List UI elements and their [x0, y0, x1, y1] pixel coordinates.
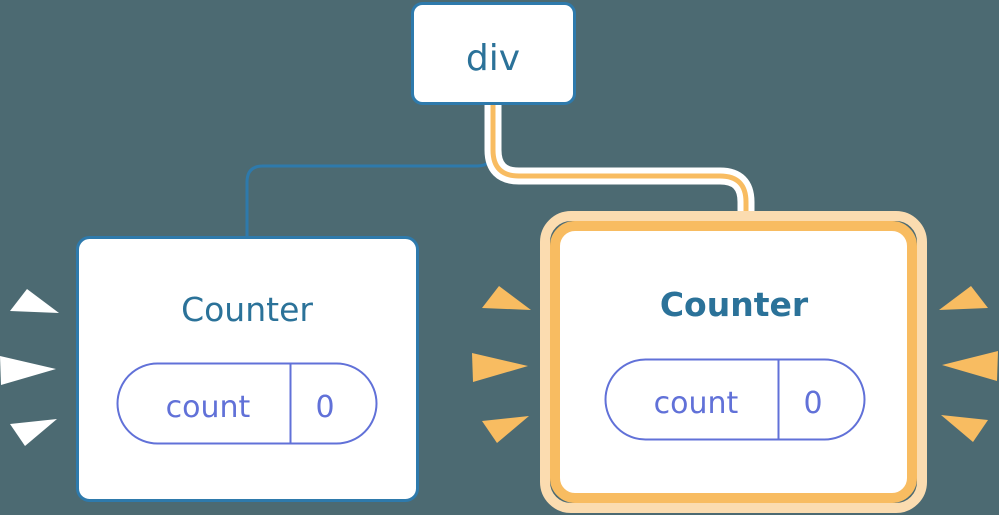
ray-orange-mid-middle — [472, 353, 528, 382]
ray-orange-mid-upper — [482, 286, 531, 310]
ray-orange-mid-lower — [482, 416, 529, 443]
ray-orange-right-lower — [941, 415, 988, 442]
state-pill-left[interactable]: count 0 — [116, 362, 378, 445]
state-pill-right-value: 0 — [803, 386, 822, 421]
edges-layer — [245, 95, 755, 249]
ray-white-middle — [0, 356, 56, 385]
ray-white-lower — [10, 419, 57, 446]
node-counter-right[interactable]: Counter count 0 — [540, 211, 927, 513]
node-counter-right-halo — [540, 211, 927, 513]
state-pill-left-value: 0 — [315, 390, 334, 425]
ray-orange-right-upper — [939, 286, 988, 310]
node-div-label: div — [466, 38, 520, 79]
edge-div-to-counter-left — [245, 102, 495, 239]
ray-white-upper — [10, 289, 59, 313]
node-counter-left-title: Counter — [181, 290, 313, 329]
node-counter-right-title: Counter — [660, 285, 809, 324]
state-pill-right-outline — [604, 358, 866, 441]
state-pill-right[interactable]: count 0 — [604, 358, 866, 441]
node-counter-left[interactable]: Counter count 0 — [76, 236, 419, 502]
state-pill-right-key: count — [654, 386, 739, 421]
edge-div-to-counter-right — [490, 101, 749, 243]
burst-left-white — [0, 289, 59, 446]
state-pill-left-key: count — [166, 390, 251, 425]
burst-middle-orange — [472, 286, 531, 443]
burst-right-orange — [939, 286, 998, 442]
state-pill-left-outline — [116, 362, 378, 445]
ray-orange-right-middle — [942, 351, 998, 381]
node-div[interactable]: div — [411, 2, 576, 105]
node-div-box[interactable] — [411, 2, 576, 105]
